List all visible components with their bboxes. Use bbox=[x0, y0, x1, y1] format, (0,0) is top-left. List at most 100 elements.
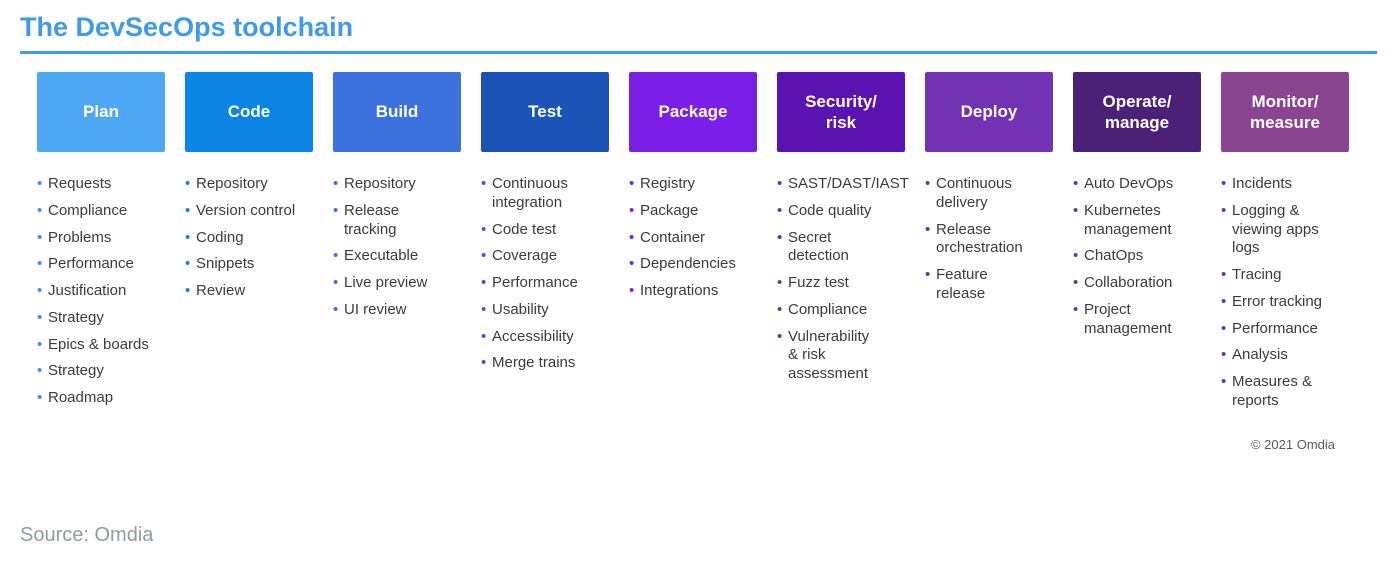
devsecops-toolchain-page: The DevSecOps toolchain Plan •Requests•C… bbox=[20, 12, 1377, 452]
bullet-icon: • bbox=[481, 220, 487, 238]
list-item: •Performance bbox=[37, 255, 162, 274]
list-item: •Repository bbox=[185, 175, 313, 194]
list-item-label: Review bbox=[196, 282, 246, 299]
bullet-icon: • bbox=[481, 300, 487, 318]
list-item-label: Code quality bbox=[788, 201, 872, 219]
column-header-label: Deploy bbox=[960, 102, 1018, 122]
bullet-icon: • bbox=[37, 308, 43, 326]
bullet-icon: • bbox=[629, 228, 635, 246]
list-item: •Coverage bbox=[481, 247, 593, 266]
bullet-icon: • bbox=[185, 175, 191, 192]
bullet-icon: • bbox=[333, 175, 339, 192]
bullet-icon: • bbox=[185, 201, 191, 219]
toolchain-column: Test •Continuous integration•Code test•C… bbox=[481, 72, 609, 419]
list-item-label: Registry bbox=[640, 175, 696, 192]
list-item-label: Logging & viewing apps logs bbox=[1232, 201, 1319, 257]
list-item: •Kubernetes management bbox=[1073, 202, 1185, 240]
bullet-icon: • bbox=[777, 327, 783, 345]
list-item-label: Code test bbox=[492, 220, 557, 238]
list-item: •Fuzz test bbox=[777, 274, 878, 293]
bullet-icon: • bbox=[481, 274, 487, 291]
bullet-icon: • bbox=[185, 255, 191, 273]
bullet-icon: • bbox=[1221, 266, 1227, 283]
list-item-label: Merge trains bbox=[492, 354, 576, 372]
list-item-label: Integrations bbox=[640, 282, 719, 299]
list-item-label: Collaboration bbox=[1084, 274, 1173, 291]
bullet-icon: • bbox=[1221, 201, 1227, 219]
list-item-label: Version control bbox=[196, 201, 296, 219]
list-item-label: Performance bbox=[1232, 319, 1318, 337]
list-item: •Continuous integration bbox=[481, 175, 593, 213]
column-header: Security/ risk bbox=[777, 72, 905, 152]
toolchain-column: Build •Repository•Release tracking•Execu… bbox=[333, 72, 461, 419]
list-item: • Performance bbox=[481, 274, 593, 293]
list-item-label: Strategy bbox=[48, 362, 104, 380]
list-item-label: Continuous delivery bbox=[936, 175, 1012, 211]
list-item-label: Secret detection bbox=[788, 228, 849, 265]
list-item: •Code quality bbox=[777, 202, 878, 221]
list-item-label: Dependencies bbox=[640, 255, 736, 273]
column-header: Package bbox=[629, 72, 757, 152]
column-header: Monitor/ measure bbox=[1221, 72, 1349, 152]
column-header: Operate/ manage bbox=[1073, 72, 1201, 152]
bullet-icon: • bbox=[1073, 175, 1079, 192]
column-header: Plan bbox=[37, 72, 165, 152]
bullet-icon: • bbox=[1073, 247, 1079, 265]
list-item-label: Requests bbox=[48, 175, 112, 192]
list-item-label: Feature release bbox=[936, 266, 988, 302]
toolchain-column: Operate/ manage •Auto DevOps •Kubernetes … bbox=[1073, 72, 1201, 419]
toolchain-column: Code •Repository•Version control•Coding•… bbox=[185, 72, 313, 419]
list-item: • Logging & viewing apps logs bbox=[1221, 202, 1333, 258]
column-items: • Requests •Compliance •Problems •Performanc… bbox=[37, 175, 162, 408]
list-item-label: Analysis bbox=[1232, 346, 1288, 364]
list-item-label: Performance bbox=[492, 274, 578, 291]
title-underline bbox=[20, 51, 1377, 54]
list-item-label: Release tracking bbox=[344, 201, 400, 238]
bullet-icon: • bbox=[1221, 175, 1227, 192]
list-item: •Review bbox=[185, 282, 313, 301]
list-item-label: Incidents bbox=[1232, 175, 1293, 192]
list-item: • ChatOps bbox=[1073, 247, 1185, 266]
list-item: • Code test bbox=[481, 221, 593, 240]
bullet-icon: • bbox=[925, 266, 931, 283]
list-item: •Error tracking bbox=[1221, 293, 1333, 312]
list-item: • Secret detection bbox=[777, 229, 878, 267]
list-item: • Live preview bbox=[333, 274, 445, 293]
bullet-icon: • bbox=[1221, 373, 1227, 390]
list-item-label: Vulnerability & risk assessment bbox=[788, 327, 870, 383]
list-item-label: ChatOps bbox=[1084, 247, 1144, 265]
bullet-icon: • bbox=[481, 354, 487, 372]
bullet-icon: • bbox=[37, 335, 43, 353]
toolchain-column: Plan • Requests •Compliance •Problems •Perfo… bbox=[37, 72, 165, 419]
bullet-icon: • bbox=[333, 247, 339, 265]
list-item-label: Package bbox=[640, 201, 699, 219]
list-item-label: Measures & reports bbox=[1232, 373, 1313, 409]
list-item-label: SAST/DAST/IAST bbox=[788, 175, 909, 192]
list-item: •Coding bbox=[185, 229, 313, 248]
column-items: •Registry•Package•Container•Dependencies… bbox=[629, 175, 741, 301]
list-item: •Auto DevOps bbox=[1073, 175, 1185, 194]
bullet-icon: • bbox=[333, 201, 339, 219]
list-item: •Strategy bbox=[37, 309, 162, 328]
list-item: • Usability bbox=[481, 301, 593, 320]
list-item-label: Roadmap bbox=[48, 389, 114, 406]
bullet-icon: • bbox=[777, 228, 783, 246]
list-item-label: Error tracking bbox=[1232, 292, 1323, 310]
list-item: •Snippets bbox=[185, 255, 313, 274]
list-item-label: Live preview bbox=[344, 274, 428, 291]
list-item: •Compliance bbox=[37, 202, 162, 221]
bullet-icon: • bbox=[333, 274, 339, 291]
list-item: •Project management bbox=[1073, 301, 1185, 339]
list-item: •Problems bbox=[37, 229, 162, 248]
list-item-label: Container bbox=[640, 228, 706, 246]
list-item: •Justification bbox=[37, 282, 162, 301]
column-items: •Repository•Release tracking•Executable•… bbox=[333, 175, 445, 320]
bullet-icon: • bbox=[1221, 319, 1227, 337]
column-items: •Auto DevOps •Kubernetes management • ChatO… bbox=[1073, 175, 1185, 338]
bullet-icon: • bbox=[185, 228, 191, 246]
list-item: •Continuous delivery bbox=[925, 175, 1037, 213]
column-items: •Incidents•Logging & viewing apps logs•T… bbox=[1221, 175, 1333, 411]
list-item-label: Usability bbox=[492, 300, 549, 318]
column-header: Build bbox=[333, 72, 461, 152]
bullet-icon: • bbox=[629, 255, 635, 273]
